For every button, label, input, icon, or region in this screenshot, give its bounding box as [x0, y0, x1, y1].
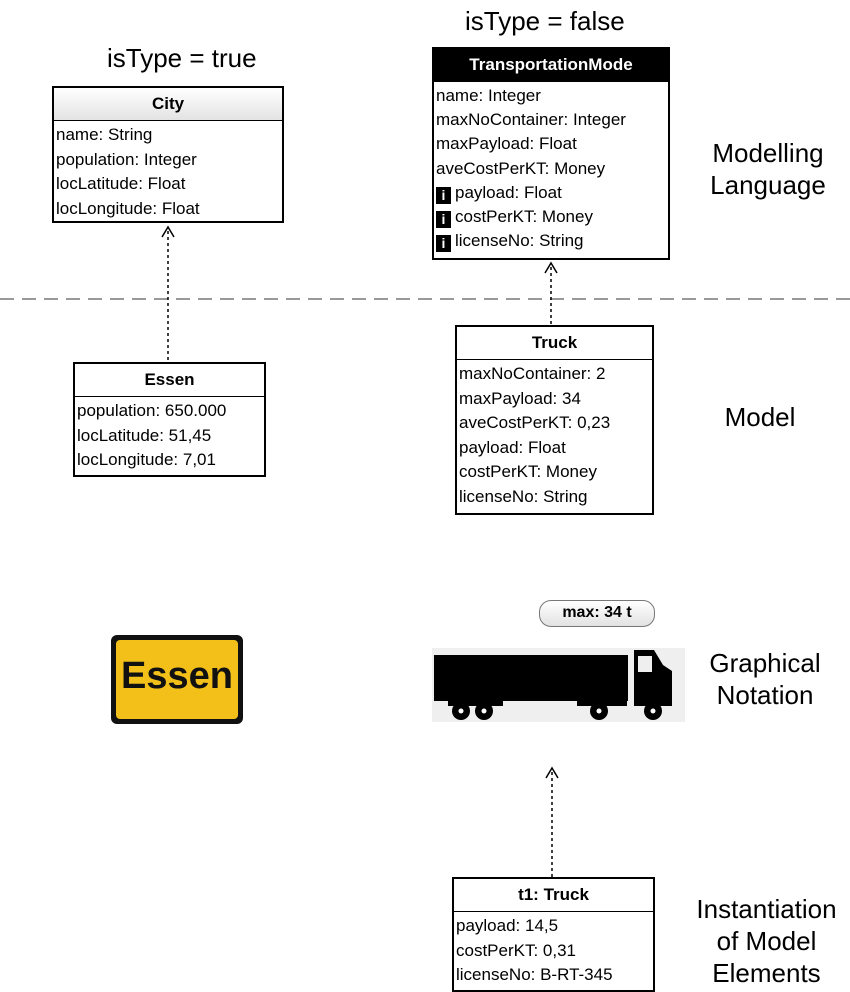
level-label-notation: Graphical Notation [690, 647, 840, 711]
city-istype-label: isType = true [107, 43, 257, 73]
attribute: licenseNo: String [459, 486, 588, 506]
class-transportation-mode[interactable]: TransportationMode name: Integer maxNoCo… [432, 47, 670, 260]
attribute-label: licenseNo: String [455, 231, 584, 251]
object-t1-truck[interactable]: t1: Truck payload: 14,5 costPerKT: 0,31 … [452, 877, 655, 992]
level-label-instantiation: Instantiation of Model Elements [685, 893, 848, 989]
attribute-label: payload: Float [455, 182, 562, 202]
city-sign: Essen [111, 635, 243, 724]
attribute: name: Integer [436, 86, 541, 105]
attribute: licenseNo: B-RT-345 [456, 965, 613, 984]
level-label-line: Graphical [709, 648, 821, 678]
attribute-list: payload: 14,5 costPerKT: 0,31 licenseNo:… [454, 912, 653, 988]
attribute: maxPayload: 34 [459, 388, 581, 408]
attribute: payload: 14,5 [456, 916, 559, 935]
attribute-label: costPerKT: Money [455, 207, 593, 227]
attribute-list: name: String population: Integer locLati… [54, 121, 282, 221]
attribute: population: Integer [56, 149, 197, 169]
attribute: payload: Float [459, 437, 566, 457]
instance-of-arrow-t1-notation [545, 766, 559, 877]
level-label-line: Language [710, 170, 826, 200]
attribute: maxPayload: Float [436, 134, 577, 154]
info-icon: i [436, 186, 451, 204]
class-city[interactable]: City name: String population: Integer lo… [52, 86, 284, 223]
attribute: maxNoContainer: 2 [459, 364, 606, 383]
attribute: locLatitude: 51,45 [77, 425, 212, 445]
class-title: TransportationMode [434, 49, 668, 82]
level-label-line: of Model [716, 926, 817, 956]
object-essen[interactable]: Essen population: 650.000 locLatitude: 5… [73, 362, 266, 477]
level-label-language: Modelling Language [690, 137, 846, 201]
object-title: Truck [457, 327, 652, 360]
attribute: maxNoContainer: Integer [436, 110, 626, 130]
object-title: t1: Truck [454, 879, 653, 912]
object-title: Essen [75, 364, 264, 397]
class-title: City [54, 88, 282, 121]
instance-of-arrow-essen-city [161, 225, 175, 362]
attribute: aveCostPerKT: 0,23 [459, 413, 611, 432]
attribute: population: 650.000 [77, 401, 227, 420]
attribute: costPerKT: 0,31 [456, 940, 577, 960]
truck-icon [432, 648, 685, 722]
info-icon: i [436, 211, 451, 229]
attribute: locLongitude: 7,01 [77, 450, 216, 469]
attribute: name: String [56, 125, 153, 144]
attribute: locLatitude: Float [56, 174, 186, 193]
attribute: costPerKT: Money [459, 462, 597, 481]
instance-of-arrow-truck-transport [544, 261, 558, 325]
attribute-list: maxNoContainer: 2 maxPayload: 34 aveCost… [457, 360, 652, 509]
attribute-list: name: Integer maxNoContainer: Integer ma… [434, 82, 668, 253]
attribute: aveCostPerKT: Money [436, 158, 606, 178]
city-sign-text: Essen [116, 640, 238, 719]
payload-badge: max: 34 t [539, 600, 655, 627]
level-label-line: Modelling [712, 138, 824, 168]
attribute: locLongitude: Float [56, 198, 200, 218]
level-label-line: Notation [716, 680, 814, 710]
level-label-line: Elements [712, 958, 821, 988]
transport-istype-label: isType = false [465, 6, 625, 36]
attribute-list: population: 650.000 locLatitude: 51,45 l… [75, 397, 264, 473]
object-truck[interactable]: Truck maxNoContainer: 2 maxPayload: 34 a… [455, 325, 654, 515]
level-label-line: Instantiation [696, 894, 837, 924]
info-icon: i [436, 235, 451, 253]
level-label-model: Model [724, 402, 796, 432]
